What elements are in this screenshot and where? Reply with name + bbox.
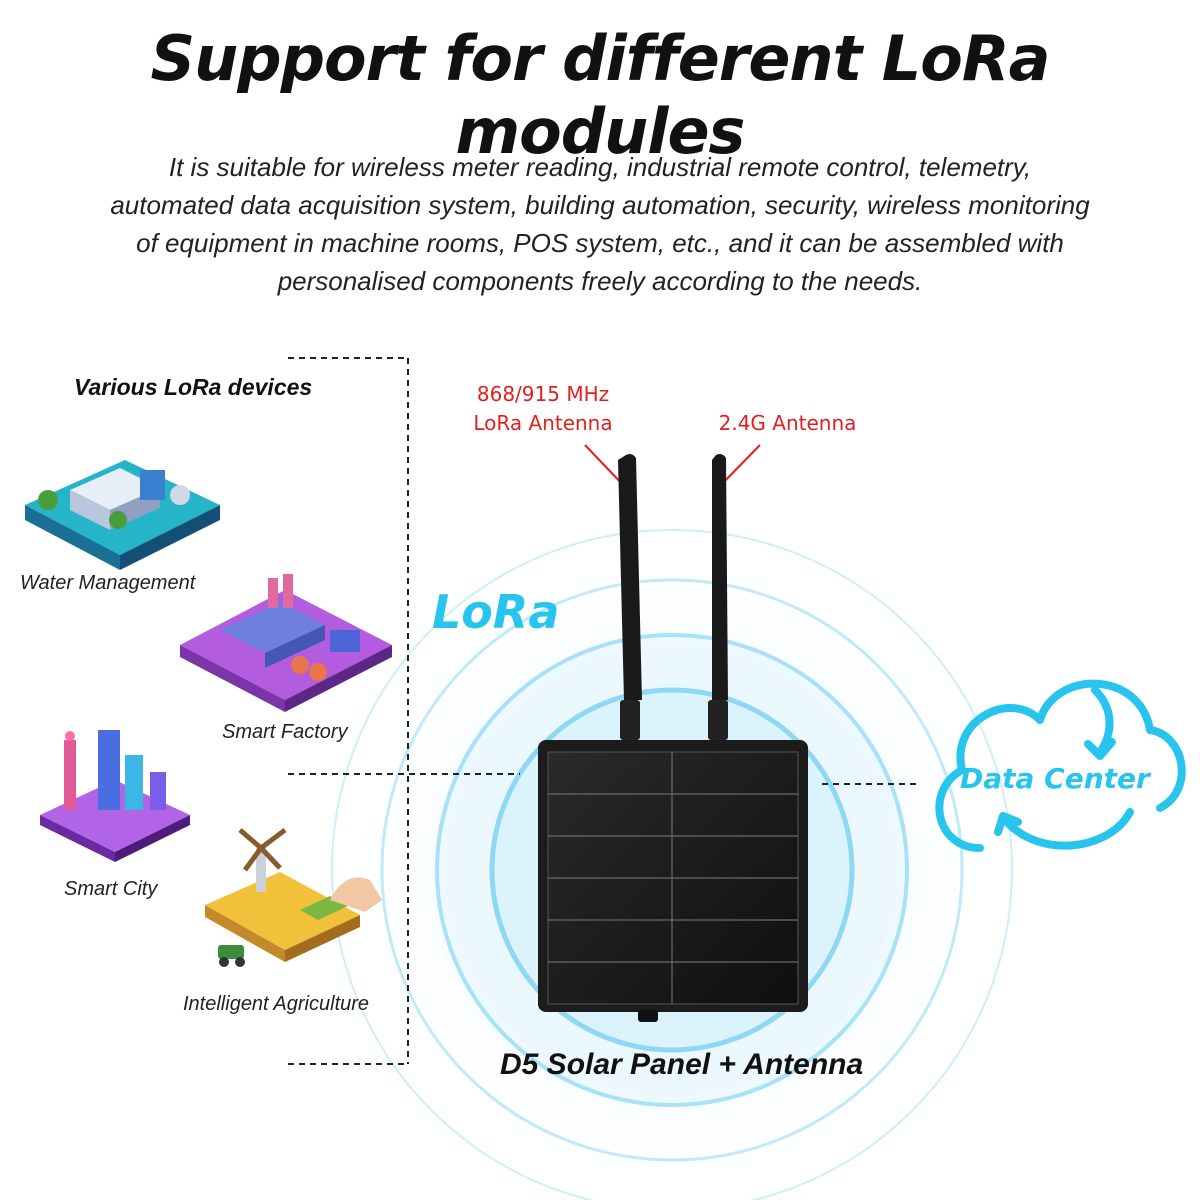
- lora-antenna: [618, 454, 642, 740]
- solar-panel-device: [538, 740, 808, 1022]
- page-title: Support for different LoRa modules: [150, 22, 1051, 168]
- water-management-illustration: [25, 460, 220, 570]
- device-label-smart-city: Smart City: [64, 878, 158, 900]
- description-line: personalised components freely according…: [277, 266, 923, 296]
- description-line: automated data acquisition system, build…: [110, 190, 1090, 220]
- product-label: D5 Solar Panel + Antenna: [500, 1048, 864, 1081]
- lora-antenna-frequency: 868/915 MHz: [476, 382, 610, 406]
- description-line: of equipment in machine rooms, POS syste…: [136, 228, 1064, 258]
- devices-heading: Various LoRa devices: [74, 374, 313, 400]
- lora-signal-label: LoRa: [432, 585, 560, 639]
- device-label-intelligent-agriculture: Intelligent Agriculture: [183, 993, 370, 1015]
- lora-antenna-label: 868/915 MHz LoRa Antenna: [458, 380, 628, 438]
- description: It is suitable for wireless meter readin…: [0, 148, 1200, 300]
- antenna-24g: [708, 454, 728, 740]
- data-center-cloud-icon: [935, 679, 1186, 852]
- device-label-smart-factory: Smart Factory: [222, 721, 348, 743]
- device-label-water-management: Water Management: [20, 572, 196, 594]
- antenna-24g-label: 2.4G Antenna: [718, 411, 857, 435]
- smart-factory-illustration: [180, 574, 392, 712]
- description-line: It is suitable for wireless meter readin…: [168, 152, 1032, 182]
- data-center-label: Data Center: [960, 762, 1150, 795]
- lora-antenna-name: LoRa Antenna: [473, 411, 613, 435]
- devices-bracket: [288, 357, 520, 1065]
- smart-city-illustration: [40, 730, 190, 862]
- agriculture-illustration: [205, 828, 382, 967]
